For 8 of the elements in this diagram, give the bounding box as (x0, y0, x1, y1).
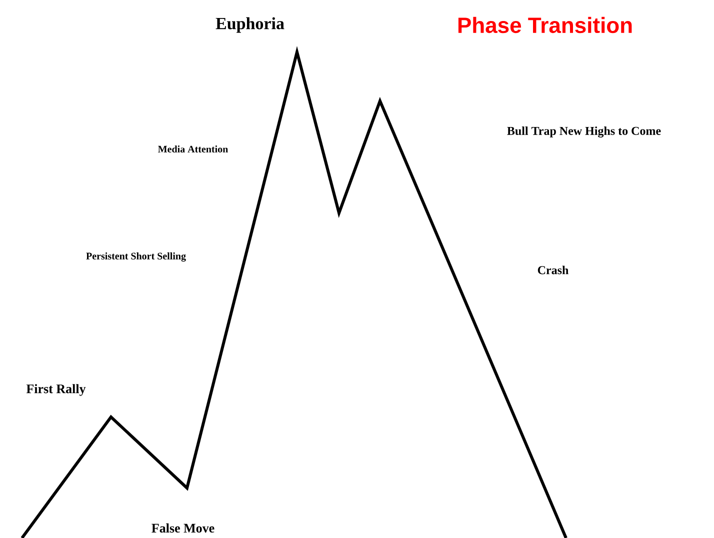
phase-label: Crash (538, 266, 568, 274)
phase-label: Bull Trap New Highs to Come (507, 126, 661, 138)
phase-label: Euphoria (216, 17, 284, 33)
phase-label: Media Attention (158, 145, 228, 152)
phase-label: First Rally (26, 384, 86, 396)
title: Phase Transition (458, 16, 632, 34)
phase-label: Persistent Short Selling (86, 252, 186, 262)
phase-label: False Move (152, 523, 214, 533)
